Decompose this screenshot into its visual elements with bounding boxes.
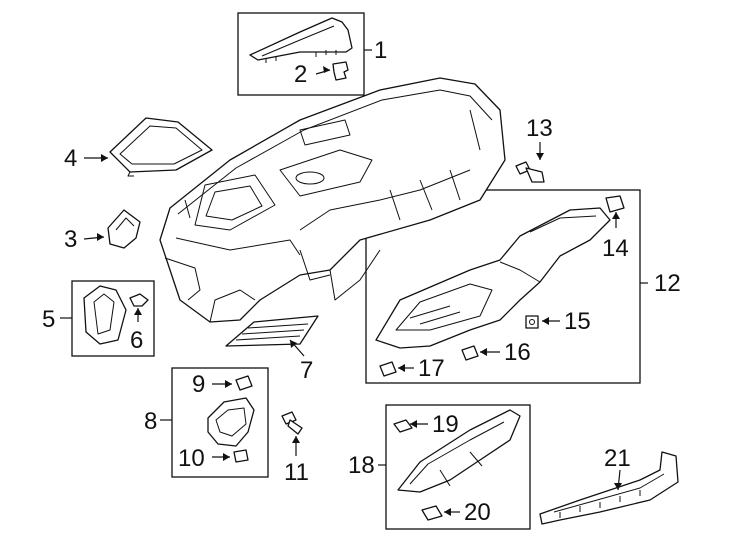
part-21-strip	[539, 451, 679, 525]
part-20-clip	[421, 505, 443, 521]
callout-14: 14	[602, 235, 629, 262]
part-18-lower-panel	[397, 409, 521, 493]
part-instrument-panel	[159, 77, 506, 323]
callout-2: 2	[294, 61, 307, 88]
part-6-clip	[129, 293, 149, 307]
callout-6: 6	[130, 327, 143, 354]
part-10-clip	[233, 449, 249, 463]
part-17-clip	[379, 361, 397, 377]
callout-21: 21	[604, 445, 631, 472]
group-box-1	[237, 12, 365, 96]
callout-labels: 1 2 3 4 5 6 7 8 9 10 11 12 13 14 15 16 1…	[42, 37, 681, 526]
callout-7: 7	[300, 357, 313, 384]
part-4-housing	[109, 117, 213, 177]
callout-13: 13	[526, 115, 553, 142]
part-13-bolt	[515, 161, 545, 183]
callout-12: 12	[654, 270, 681, 297]
part-1-trim-panel	[249, 17, 353, 63]
part-5-cover	[83, 285, 127, 345]
part-3-bracket	[107, 209, 141, 249]
part-2-clip	[332, 61, 349, 81]
callout-1: 1	[374, 37, 387, 64]
part-16-clip	[461, 345, 479, 361]
part-19-clip	[393, 419, 413, 433]
part-15-nut	[525, 315, 539, 329]
group-box-18	[385, 404, 531, 530]
part-12-crossmember	[375, 207, 611, 349]
group-box-8	[171, 367, 269, 478]
callout-11: 11	[284, 459, 309, 486]
callout-18: 18	[348, 452, 375, 479]
callout-9: 9	[192, 371, 205, 398]
part-11-bolt	[281, 411, 303, 435]
part-14-clip	[605, 195, 625, 213]
group-box-12	[365, 189, 641, 384]
callout-16: 16	[504, 339, 531, 366]
callout-20: 20	[464, 499, 491, 526]
part-9-clip	[235, 375, 253, 391]
part-7-grille	[225, 315, 319, 347]
callout-8: 8	[144, 408, 157, 435]
callout-10: 10	[178, 445, 205, 472]
callout-3: 3	[64, 226, 77, 253]
callout-4: 4	[64, 145, 77, 172]
callout-5: 5	[42, 306, 55, 333]
callout-19: 19	[432, 411, 459, 438]
callout-15: 15	[564, 308, 591, 335]
arrowheads	[97, 66, 622, 516]
part-8-module	[207, 397, 255, 447]
callout-17: 17	[418, 355, 445, 382]
